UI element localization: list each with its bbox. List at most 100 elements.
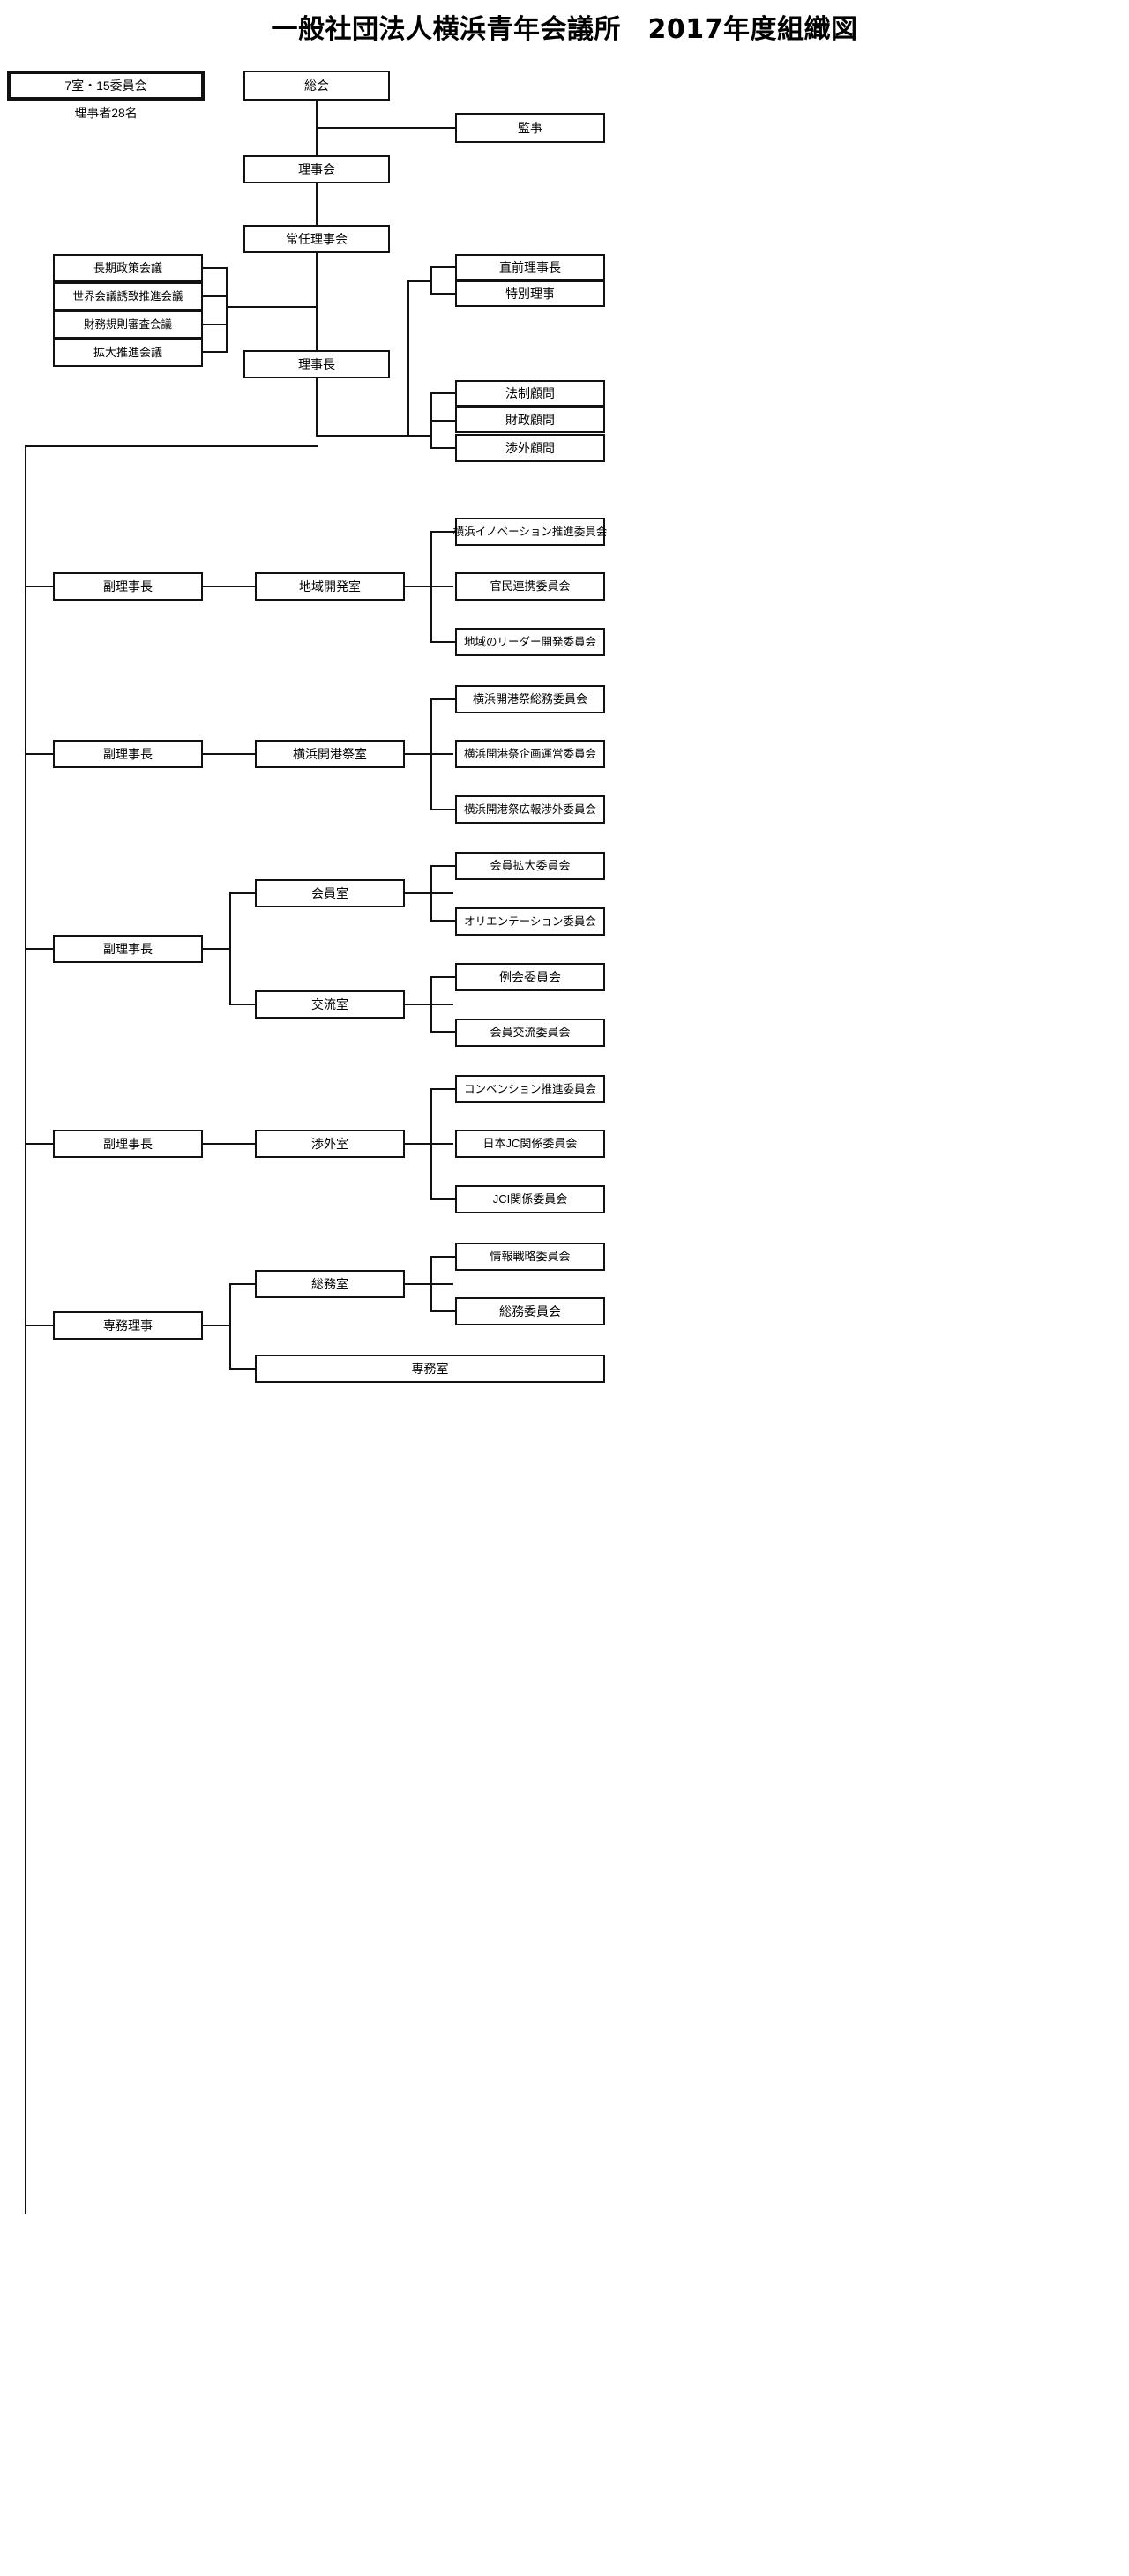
committee-stub-1-0-2: [430, 809, 455, 810]
committee-stub-0-0-0: [430, 531, 455, 533]
council-box-1[interactable]: 世界会議誘致推進会議: [53, 282, 203, 310]
connector-board-to-standing: [316, 183, 318, 226]
room-box-2-0[interactable]: 会員室: [255, 879, 405, 907]
committee-stub-2-1-0: [430, 976, 455, 978]
committee-box-1-0-2[interactable]: 横浜開港祭広報渉外委員会: [455, 795, 605, 824]
board-of-directors-box[interactable]: 理事会: [243, 155, 390, 183]
committee-box-0-0-0[interactable]: 横浜イノベーション推進委員会: [453, 518, 607, 546]
room-label-1-0: 横浜開港祭室: [293, 746, 367, 761]
advisor-upper-label-0: 直前理事長: [499, 259, 561, 274]
connector-assembly-to-board: [316, 101, 318, 157]
council-box-3[interactable]: 拡大推進会議: [53, 339, 203, 367]
connector-councils-to-spine: [226, 306, 318, 308]
main-spine-vertical-upper: [25, 445, 26, 1327]
committee-label-3-0-2: JCI関係委員会: [492, 1191, 568, 1206]
committee-stub-2-0-0: [430, 865, 455, 867]
auditor-box[interactable]: 監事: [455, 113, 605, 143]
room-label-0-0: 地域開発室: [299, 579, 361, 594]
room-box-4-0[interactable]: 総務室: [255, 1270, 405, 1298]
advisor-lower-label-2: 渉外顧問: [505, 440, 555, 455]
page-title: 一般社団法人横浜青年会議所 2017年度組織図: [271, 14, 858, 45]
room-out-4-0: [405, 1283, 453, 1285]
division-tie-4: [25, 1325, 53, 1326]
committee-box-3-0-0[interactable]: コンベンション推進委員会: [455, 1075, 605, 1103]
committee-label-0-0-1: 官民連携委員会: [490, 579, 571, 593]
committee-box-4-0-0[interactable]: 情報戦略委員会: [455, 1243, 605, 1271]
committee-stub-3-0-0: [430, 1088, 455, 1090]
committee-box-2-1-1[interactable]: 会員交流委員会: [455, 1019, 605, 1047]
council-label-2: 財務規則審査会議: [83, 317, 172, 331]
division-officer-box-0[interactable]: 副理事長: [53, 572, 203, 601]
council-stub-3: [203, 351, 228, 353]
council-stub-0: [203, 267, 228, 269]
division-officer-box-3[interactable]: 副理事長: [53, 1130, 203, 1158]
committee-label-1-0-0: 横浜開港祭総務委員会: [472, 691, 587, 706]
committee-box-2-0-1[interactable]: オリエンテーション委員会: [455, 907, 605, 936]
advisor-lower-stub-1: [430, 420, 455, 422]
division-officer-label-4: 専務理事: [103, 1318, 153, 1333]
committee-box-3-0-2[interactable]: JCI関係委員会: [455, 1185, 605, 1213]
committee-stub-4-0-1: [430, 1310, 455, 1312]
committee-stub-3-0-2: [430, 1198, 455, 1200]
committee-box-4-0-1[interactable]: 総務委員会: [455, 1297, 605, 1325]
room-bus-4: [229, 1283, 231, 1370]
main-spine-top: [25, 445, 318, 447]
committee-stub-2-1-1: [430, 1031, 455, 1033]
connector-assembly-to-auditor: [316, 127, 457, 129]
standing-board-box[interactable]: 常任理事会: [243, 225, 390, 253]
committee-bus-3-0: [430, 1088, 432, 1199]
room-out-1-0: [405, 753, 453, 755]
committee-label-0-0-2: 地域のリーダー開発委員会: [463, 635, 596, 648]
council-box-0[interactable]: 長期政策会議: [53, 254, 203, 282]
general-assembly-box[interactable]: 総会: [243, 71, 390, 101]
auditor-label: 監事: [518, 120, 542, 135]
division-officer-box-4[interactable]: 専務理事: [53, 1311, 203, 1340]
room-stub-4-1: [229, 1368, 256, 1370]
room-box-3-0[interactable]: 渉外室: [255, 1130, 405, 1158]
division-officer-label-1: 副理事長: [103, 746, 153, 761]
advisor-lower-box-2[interactable]: 渉外顧問: [455, 434, 605, 462]
room-stub-4-0: [229, 1283, 256, 1285]
division-officer-out-2: [203, 948, 231, 950]
division-officer-label-2: 副理事長: [103, 941, 153, 956]
division-officer-box-1[interactable]: 副理事長: [53, 740, 203, 768]
room-box-2-1[interactable]: 交流室: [255, 990, 405, 1019]
advisor-upper-box-1[interactable]: 特別理事: [455, 280, 605, 307]
committee-box-2-1-0[interactable]: 例会委員会: [455, 963, 605, 991]
division-officer-to-room-0: [203, 586, 256, 587]
division-officer-label-0: 副理事長: [103, 579, 153, 594]
advisor-lower-box-0[interactable]: 法制顧問: [455, 380, 605, 407]
committee-box-2-0-0[interactable]: 会員拡大委員会: [455, 852, 605, 880]
council-label-3: 拡大推進会議: [93, 345, 162, 359]
summary-officers-count: 理事者28名: [74, 106, 138, 120]
committee-box-0-0-1[interactable]: 官民連携委員会: [455, 572, 605, 601]
advisor-upper-bus: [430, 266, 432, 294]
advisor-lower-label-0: 法制顧問: [505, 385, 555, 400]
room-box-0-0[interactable]: 地域開発室: [255, 572, 405, 601]
committee-label-2-0-0: 会員拡大委員会: [490, 858, 571, 872]
room-box-1-0[interactable]: 横浜開港祭室: [255, 740, 405, 768]
advisor-upper-stub-0: [430, 266, 455, 268]
chairman-box[interactable]: 理事長: [243, 350, 390, 378]
division-tie-3: [25, 1143, 53, 1145]
committee-box-0-0-2[interactable]: 地域のリーダー開発委員会: [455, 628, 605, 656]
connector-chairman-down: [316, 378, 318, 437]
committee-label-2-0-1: オリエンテーション委員会: [464, 915, 596, 928]
room-box-4-1[interactable]: 専務室: [255, 1355, 605, 1383]
division-officer-box-2[interactable]: 副理事長: [53, 935, 203, 963]
council-bus: [226, 267, 228, 353]
connector-chairman-to-advisors: [316, 435, 432, 437]
room-label-2-0: 会員室: [311, 885, 348, 900]
division-officer-to-room-3: [203, 1143, 256, 1145]
council-box-2[interactable]: 財務規則審査会議: [53, 310, 203, 339]
connector-standing-to-chairman: [316, 253, 318, 351]
advisor-lower-box-1[interactable]: 財政顧問: [455, 407, 605, 433]
committee-box-3-0-1[interactable]: 日本JC関係委員会: [455, 1130, 605, 1158]
division-tie-0: [25, 586, 53, 587]
summary-rooms-committees-box: 7室・15委員会: [7, 71, 205, 101]
room-out-3-0: [405, 1143, 453, 1145]
council-label-1: 世界会議誘致推進会議: [72, 289, 183, 302]
committee-box-1-0-1[interactable]: 横浜開港祭企画運営委員会: [455, 740, 605, 768]
committee-box-1-0-0[interactable]: 横浜開港祭総務委員会: [455, 685, 605, 713]
advisor-upper-box-0[interactable]: 直前理事長: [455, 254, 605, 280]
